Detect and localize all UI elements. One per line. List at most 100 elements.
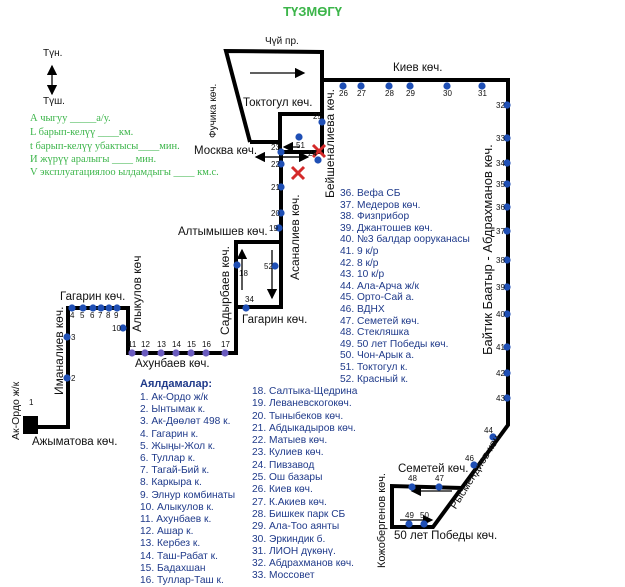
- stop-46: 46: [465, 454, 478, 469]
- stop-marker: [443, 82, 451, 90]
- stop-number: 33: [496, 134, 505, 143]
- stop-38: 38: [496, 256, 511, 265]
- legend-item: 30. Эркиндик б.: [252, 533, 326, 545]
- stop-23: 23: [271, 143, 285, 156]
- stop-number: 29: [406, 89, 415, 98]
- legend-item: 14. Таш-Рабат к.: [140, 550, 218, 562]
- stop-number: 51: [296, 141, 305, 150]
- stop-36: 36: [496, 203, 511, 212]
- legend-item: 40. №3 балдар ооруканасы: [340, 234, 470, 246]
- stop-number: 44: [484, 426, 493, 435]
- stop-marker: [271, 262, 279, 270]
- stop-number: 50: [420, 511, 429, 520]
- legend-item: 32. Абдрахманов көч.: [252, 558, 354, 570]
- street-baitik-baatyr: Байтик Баатыр - Абдрахманов көч.: [480, 144, 495, 355]
- stop-number: 14: [172, 340, 181, 349]
- stop-number: 12: [141, 340, 150, 349]
- stop-32: 32: [496, 101, 511, 110]
- stop-25: 25: [313, 112, 326, 126]
- stop-marker: [68, 304, 76, 312]
- stop-number: 49: [405, 511, 414, 520]
- legend-item: 52. Красный к.: [340, 373, 409, 385]
- stop-marker: [503, 159, 511, 167]
- street-kojobergenov: Кожобергенов көч.: [376, 473, 388, 568]
- stop-number: 22: [271, 160, 280, 169]
- stop-number: 42: [496, 369, 505, 378]
- stop-26: 26: [339, 82, 348, 98]
- stop-number: 47: [435, 474, 444, 483]
- legend-item: 8. Каркыра к.: [140, 477, 202, 489]
- stop-marker: [172, 349, 180, 357]
- stop-marker: [79, 304, 87, 312]
- stop-marker: [503, 227, 511, 235]
- stop-37: 37: [496, 227, 511, 236]
- legend-item: 41. 9 к/р: [340, 245, 379, 257]
- street-sadyrbaev: Садырбаев көч.: [218, 246, 232, 335]
- street-alykulov: Алыкулов көч: [130, 255, 144, 332]
- stop-22: 22: [271, 160, 285, 169]
- stop-20: 20: [271, 209, 285, 218]
- legend-item: 12. Ашар к.: [140, 526, 194, 538]
- legend-item: 2. Ынтымак к.: [140, 404, 206, 416]
- street-imanaliev: Иманалиев көч.: [52, 306, 66, 395]
- stop-9: 9: [113, 304, 121, 320]
- stop-52: 52: [264, 262, 279, 271]
- stop-number: 26: [339, 89, 348, 98]
- stop-number: 18: [239, 269, 248, 278]
- legend-item: 9. Элнур комбинаты: [140, 489, 236, 501]
- legend-item: 42. 8 к/р: [340, 257, 379, 269]
- legend-item: 47. Семетей көч.: [340, 315, 420, 327]
- stop-marker: [221, 349, 229, 357]
- stop-marker: [503, 101, 511, 109]
- stop-marker: [277, 148, 285, 156]
- legend-item: 37. Медеров көч.: [340, 199, 421, 211]
- stop-marker: [187, 349, 195, 357]
- stop-number: 9: [114, 311, 119, 320]
- stop-4: 4: [68, 304, 76, 320]
- legend-item: 39. Джантошев көч.: [340, 222, 433, 234]
- legend-item: 45. Орто-Сай а.: [340, 292, 415, 304]
- stop-16: 16: [202, 340, 211, 357]
- stop-2: 2: [63, 374, 76, 383]
- stop-number: 40: [496, 310, 505, 319]
- stop-24: 24: [308, 149, 322, 164]
- stop-48: 48: [408, 474, 417, 491]
- stop-number: 11: [128, 340, 137, 349]
- legend-item: 24. Пивзавод: [252, 459, 315, 471]
- stop-marker: [277, 183, 285, 191]
- compass-north: Түн.: [43, 48, 63, 59]
- stop-6: 6: [89, 304, 97, 320]
- stop-50: 50: [420, 511, 429, 528]
- scheme-title: ТҮЗМӨГҮ: [283, 4, 342, 19]
- stop-13: 13: [157, 340, 166, 357]
- legend-item: 3. Ак-Дөөлөт 498 к.: [140, 416, 231, 428]
- stop-12: 12: [141, 340, 150, 357]
- stop-3: 3: [63, 333, 76, 342]
- stop-11: 11: [128, 340, 137, 357]
- stop-number: 52: [264, 262, 273, 271]
- stop-marker: [233, 261, 241, 269]
- stop-number: 48: [408, 474, 417, 483]
- stop-number: 23: [271, 143, 280, 152]
- legend-item: 1. Ак-Ордо ж/к: [140, 392, 208, 403]
- legend-item: 26. Киев көч.: [252, 484, 313, 496]
- kiev-baitik-line: [322, 78, 510, 529]
- stop-marker: [435, 483, 443, 491]
- stop-43: 43: [496, 394, 511, 403]
- stop-39: 39: [496, 283, 511, 292]
- stop-49: 49: [405, 511, 414, 528]
- legend-item: 23. Кулиев көч.: [252, 447, 324, 459]
- street-semetei: Семетей көч.: [398, 463, 469, 475]
- param-line: V эксплуатациялоо ылдамдыгы ____ км.с.: [30, 167, 219, 178]
- param-line: t барып-келүү убактысы____мин.: [30, 141, 180, 152]
- stop-30: 30: [443, 82, 452, 98]
- stop-marker: [314, 156, 322, 164]
- stop-1: 1: [29, 398, 34, 407]
- stop-number: 16: [202, 340, 211, 349]
- stop-number: 35: [496, 180, 505, 189]
- stop-marker: [420, 520, 428, 528]
- param-line: И жүрүү аралыгы ____ мин.: [30, 154, 157, 165]
